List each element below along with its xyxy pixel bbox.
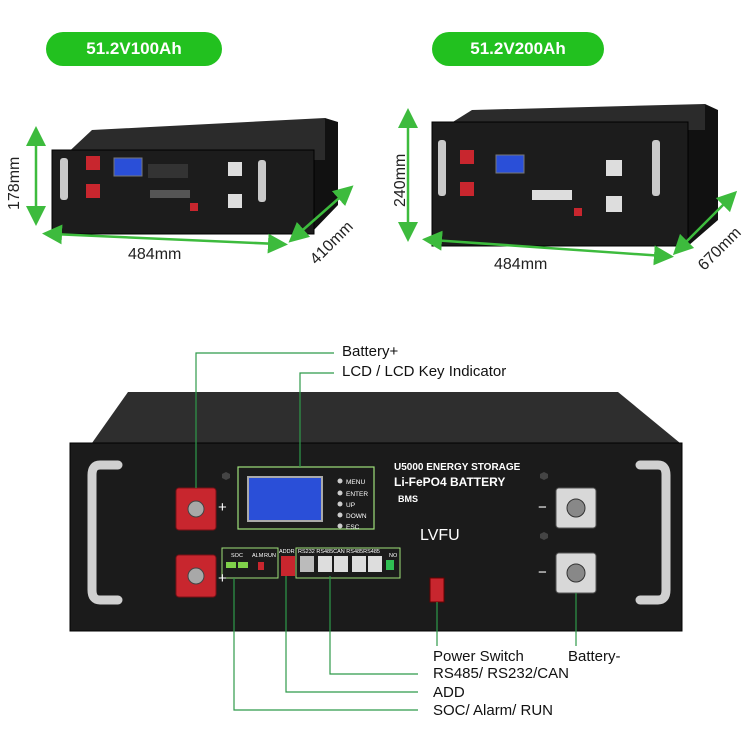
callout-lines: [195, 352, 577, 711]
key-down: DOWN: [346, 513, 367, 520]
width-dim-line-200ah: [422, 230, 674, 266]
bms-label: BMS: [398, 494, 418, 504]
key-menu: MENU: [346, 479, 365, 486]
callout-line-soc: [233, 578, 418, 711]
callout-line-lcd: [299, 372, 334, 467]
minus-sign-top: −: [538, 499, 547, 516]
panel-type: Li-FePO4 BATTERY: [394, 475, 505, 489]
callout-rs485: RS485/ RS232/CAN: [433, 665, 569, 682]
soc-label: SOC: [231, 553, 243, 559]
depth-dim-line-200ah: [672, 190, 738, 256]
callout-line-battery-plus: [195, 352, 334, 488]
panel-model: U5000 ENERGY STORAGE: [394, 462, 521, 473]
callout-lcd: LCD / LCD Key Indicator: [342, 363, 507, 380]
plus-sign-bottom: +: [218, 570, 227, 587]
run-label: RUN: [264, 553, 276, 559]
callout-battery-minus: Battery-: [568, 648, 621, 665]
plus-sign-top: +: [218, 499, 227, 516]
badge-100ah: 51.2V100Ah: [46, 32, 222, 66]
addr-label: ADDR: [279, 549, 295, 555]
callout-line-rs485: [329, 576, 418, 675]
panel-brand: LVFU: [420, 527, 460, 544]
battery-100ah-image: [51, 118, 338, 235]
callout-battery-plus: Battery+: [342, 343, 399, 360]
alm-label: ALM: [252, 553, 264, 559]
callout-line-add: [285, 576, 418, 693]
badge-200ah: 51.2V200Ah: [432, 32, 604, 66]
key-esc: ESC: [346, 524, 360, 531]
depth-dim-line-100ah: [288, 185, 354, 243]
minus-sign-bottom: −: [538, 564, 547, 581]
no-label: NO: [389, 553, 398, 559]
key-up: UP: [346, 502, 355, 509]
ports-label: RS232 RS485CAN RS485RS485: [298, 549, 380, 555]
width-dim-line-100ah: [42, 224, 288, 254]
key-enter: ENTER: [346, 491, 368, 498]
callout-power-switch: Power Switch: [433, 648, 524, 665]
battery-200ah-image: [431, 104, 718, 247]
callout-add: ADD: [433, 684, 465, 701]
callout-soc: SOC/ Alarm/ RUN: [433, 702, 554, 719]
battery-front-panel: [69, 392, 683, 632]
